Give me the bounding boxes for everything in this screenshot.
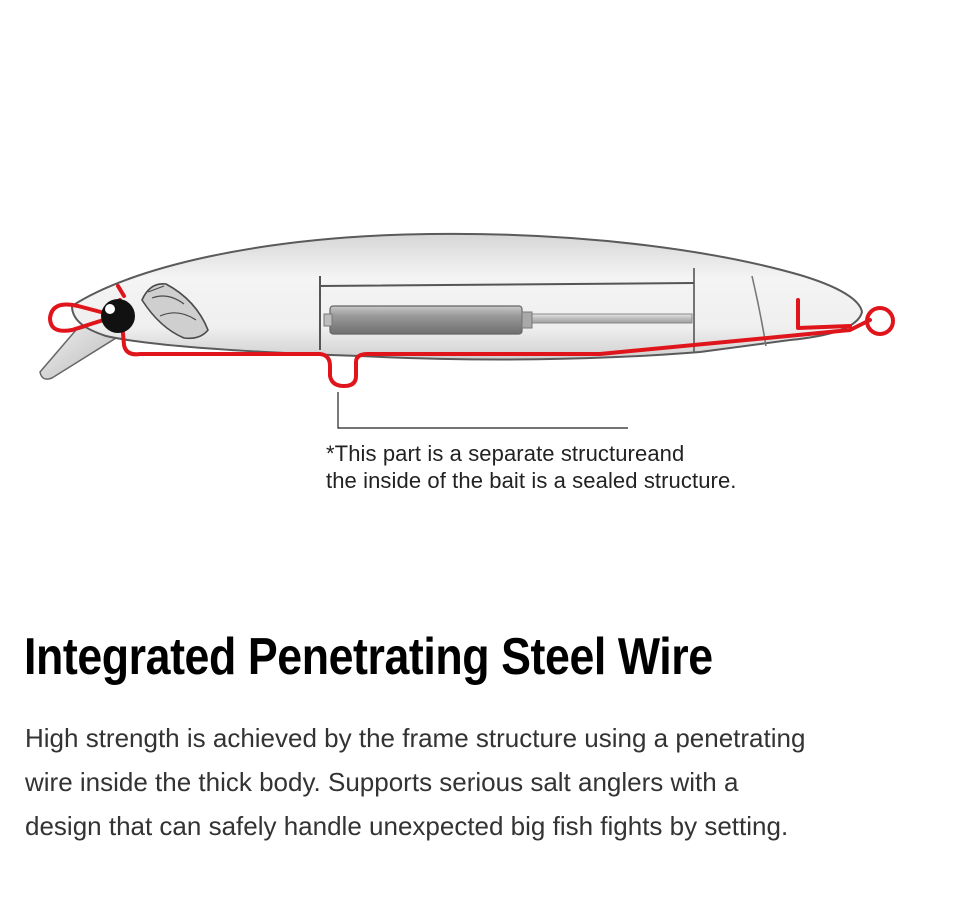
lure-body <box>70 232 864 361</box>
section-heading: Integrated Penetrating Steel Wire <box>24 628 713 686</box>
description: High strength is achieved by the frame s… <box>25 716 935 848</box>
callout-line-2: the inside of the bait is a sealed struc… <box>326 468 737 493</box>
lure-diagram <box>39 232 895 429</box>
tail-hook-wire <box>796 298 852 330</box>
eye-icon <box>101 299 135 333</box>
callout-leader <box>337 392 628 429</box>
shaft <box>519 313 693 324</box>
front-eyelet-icon <box>48 302 117 333</box>
callout-note: *This part is a separate structureand th… <box>326 440 886 494</box>
callout-line-1: *This part is a separate structureand <box>326 441 685 466</box>
description-line-3: design that can safely handle unexpected… <box>25 811 789 841</box>
steel-wire <box>118 298 872 388</box>
description-line-1: High strength is achieved by the frame s… <box>25 723 806 753</box>
inner-frame <box>319 276 695 350</box>
description-line-2: wire inside the thick body. Supports ser… <box>25 767 739 797</box>
lure-lip <box>39 321 118 380</box>
weight-rod <box>329 305 523 335</box>
tail-eyelet-icon <box>865 306 895 336</box>
gill-plate-icon <box>141 283 209 340</box>
